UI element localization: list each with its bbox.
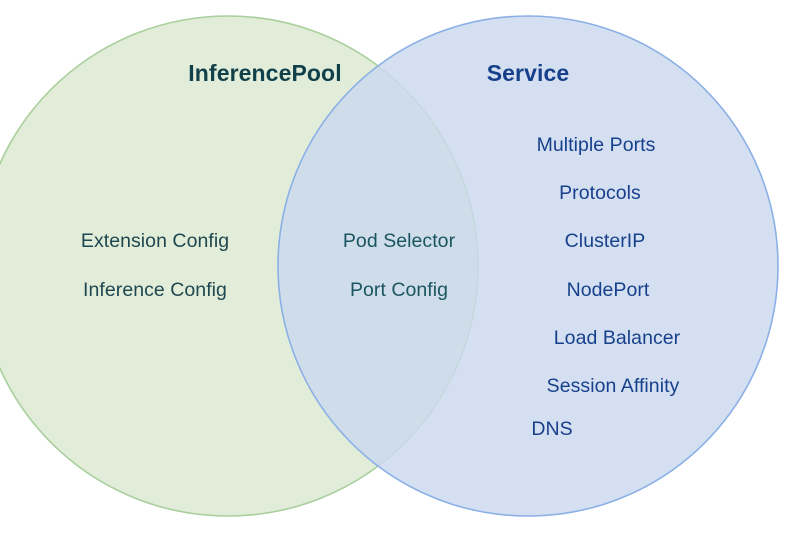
item-intersection-1: Port Config: [349, 279, 449, 301]
item-right-1: Protocols: [559, 182, 641, 204]
item-right-4: Load Balancer: [553, 327, 681, 349]
set-title-service: Service: [486, 60, 570, 86]
item-left-0: Extension Config: [80, 230, 230, 252]
item-right-0: Multiple Ports: [536, 134, 656, 156]
item-right-2: ClusterIP: [564, 230, 646, 252]
item-left-1: Inference Config: [83, 279, 227, 301]
item-intersection-0: Pod Selector: [342, 230, 456, 252]
item-right-6: DNS: [531, 418, 573, 440]
item-right-3: NodePort: [566, 279, 650, 301]
item-right-5: Session Affinity: [546, 375, 680, 397]
circle-service: [277, 15, 779, 517]
set-title-inferencepool: InferencePool: [188, 60, 342, 86]
